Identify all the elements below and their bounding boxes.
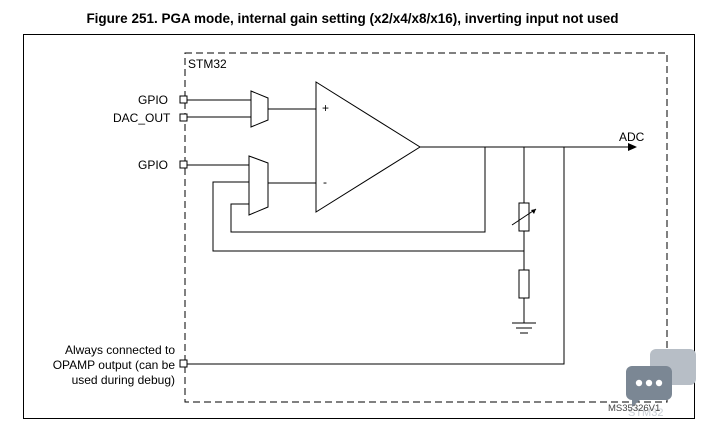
figure-title: Figure 251. PGA mode, internal gain sett… — [86, 11, 619, 26]
minus-input-label: - — [323, 175, 327, 189]
dac-out-pin — [179, 113, 188, 122]
inverting-mux — [248, 155, 269, 216]
debug-note-line-2: OPAMP output (can be — [52, 358, 175, 372]
debug-note: Always connected to OPAMP output (can be… — [45, 343, 175, 388]
gpio-bottom-label: GPIO — [138, 158, 169, 172]
dac-out-label: DAC_OUT — [113, 111, 171, 125]
watermark-text: STM32 — [628, 407, 664, 419]
debug-note-line-3: used during debug) — [71, 373, 175, 387]
adc-arrow — [628, 143, 637, 151]
opamp-triangle — [315, 81, 421, 213]
stm32-boundary — [184, 52, 668, 403]
gpio-top-label: GPIO — [138, 93, 169, 107]
debug-output-pin — [179, 359, 188, 368]
fixed-resistor — [518, 269, 530, 299]
gpio-top-pin — [179, 95, 188, 104]
chip-label: STM32 — [188, 57, 227, 71]
figure-frame — [23, 34, 695, 419]
plus-input-label: + — [322, 101, 330, 115]
chat-bubbles-icon — [626, 349, 696, 407]
adc-label: ADC — [619, 130, 645, 144]
debug-note-line-1: Always connected to — [64, 343, 175, 357]
non-inverting-mux — [250, 90, 269, 128]
gpio-bottom-pin — [179, 160, 188, 169]
ground-icon — [512, 322, 536, 334]
figure-reference: MS35326V1 — [608, 403, 661, 414]
